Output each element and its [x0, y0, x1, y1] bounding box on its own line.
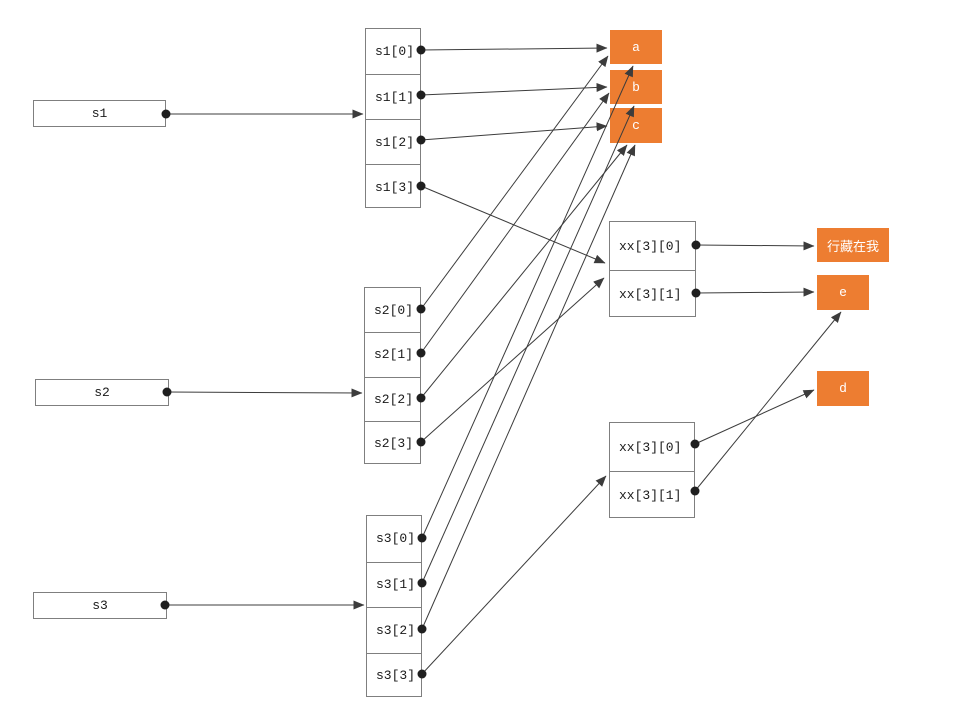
var-s3: s3	[33, 592, 167, 619]
array-s2: s2[0] s2[1]s2[2]s2[3]	[364, 287, 421, 465]
array-s3-cell-0: s3[0]	[376, 531, 416, 547]
array-s3: s3[0] s3[1]s3[2]s3[3]	[366, 515, 422, 697]
array-s2-cell-1: s2[1]	[365, 332, 420, 376]
array-s1-cell-1: s1[1]	[366, 74, 420, 119]
string-d: d	[817, 371, 869, 406]
array-s2-cell-3: s2[3]	[365, 420, 420, 465]
array-s1: s1[0] s1[1]s1[2]s1[3]	[365, 28, 421, 208]
array-xx-upper-cell-1: xx[3][1]	[610, 270, 695, 318]
string-a: a	[610, 30, 662, 64]
array-s2-cell-0: s2[0]	[374, 302, 414, 318]
array-s3-cell-2: s3[2]	[367, 607, 421, 653]
array-s1-cell-0: s1[0]	[375, 44, 415, 59]
array-s1-cell-3: s1[3]	[366, 164, 420, 209]
string-c: c	[610, 108, 662, 143]
array-s2-cell-2: s2[2]	[365, 376, 420, 421]
array-s3-cell-3: s3[3]	[367, 652, 421, 699]
var-s1: s1	[33, 100, 166, 127]
array-xx-upper-cell-0: xx[3][0]	[619, 238, 682, 254]
array-xx-lower: xx[3][0] xx[3][1]	[609, 422, 695, 518]
var-s2: s2	[35, 379, 169, 406]
string-xingcang: 行藏在我	[817, 228, 889, 262]
array-xx-lower-cell-1: xx[3][1]	[610, 471, 694, 519]
array-s3-cell-1: s3[1]	[367, 561, 421, 608]
array-s1-cell-2: s1[2]	[366, 119, 420, 164]
array-xx-upper: xx[3][0] xx[3][1]	[609, 221, 696, 317]
string-e: e	[817, 275, 869, 310]
array-xx-lower-cell-0: xx[3][0]	[619, 439, 682, 455]
string-b: b	[610, 70, 662, 104]
